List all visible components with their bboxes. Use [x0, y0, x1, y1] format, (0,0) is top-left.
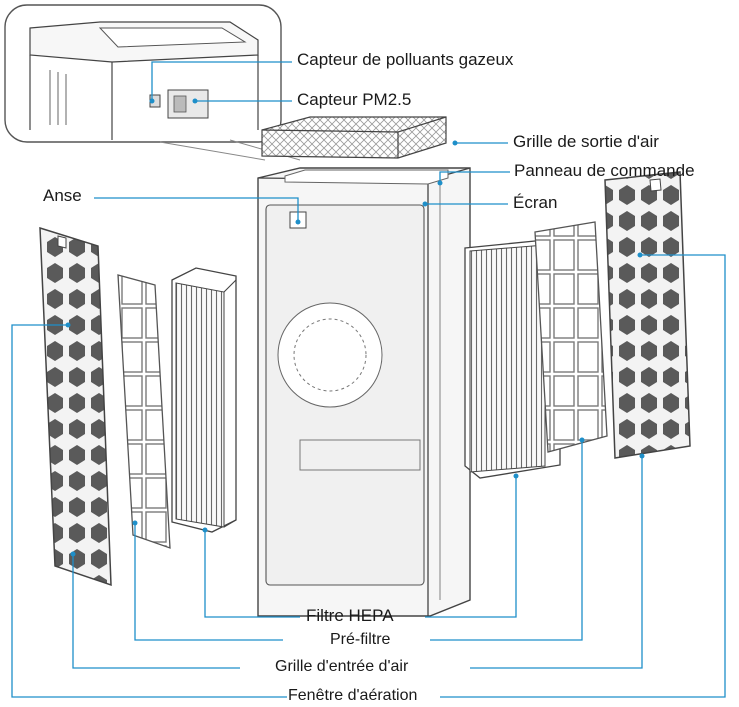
purifier-body — [257, 167, 471, 617]
air-inlet-grille-right — [604, 171, 691, 459]
leader-prefilter — [134, 440, 583, 641]
label-handle: Anse — [43, 186, 82, 205]
hepa-filter-right — [464, 239, 561, 479]
leader-lines — [11, 61, 726, 698]
hepa-filter-left — [171, 267, 237, 533]
sensor-inset — [4, 4, 282, 143]
air-outlet-grille — [261, 116, 447, 159]
leader-inlet-grille — [72, 456, 643, 669]
leader-dots — [65, 98, 645, 557]
label-outlet-grille: Grille de sortie d'air — [513, 132, 659, 151]
label-pm25-sensor: Capteur PM2.5 — [297, 90, 412, 109]
leader-handle — [94, 197, 299, 222]
label-vent-window: Fenêtre d'aération — [288, 687, 418, 704]
pre-filter-right — [534, 221, 608, 453]
label-control-panel: Panneau de commande — [514, 161, 695, 180]
label-inlet-grille: Grille d'entrée d'air — [275, 658, 409, 675]
label-hepa-filter: Filtre HEPA — [306, 606, 394, 625]
label-screen: Écran — [513, 193, 558, 212]
air-inlet-grille-left — [39, 226, 112, 587]
pre-filter-left — [117, 274, 171, 549]
label-pre-filter: Pré-filtre — [330, 631, 391, 648]
leader-hepa — [204, 476, 517, 618]
leader-control-panel — [439, 171, 510, 183]
leader-gas-sensor — [151, 61, 292, 101]
label-gas-sensor: Capteur de polluants gazeux — [297, 50, 514, 69]
leader-vent-window — [11, 254, 726, 698]
